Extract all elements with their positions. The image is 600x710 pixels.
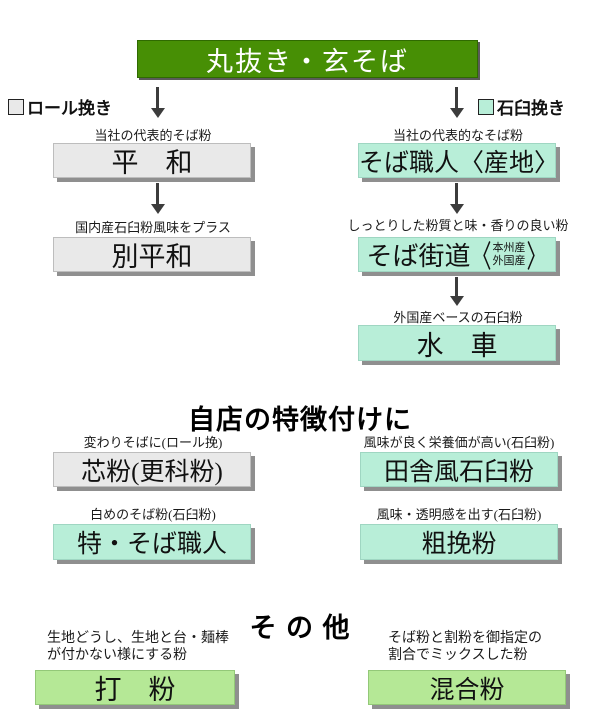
- product-label: 特・そば職人: [76, 531, 227, 558]
- caption-uchiko: 生地どうし、生地と台・麺棒 が付かない様にする粉: [47, 631, 229, 663]
- arrow-down-icon: [156, 87, 159, 109]
- product-label: 芯粉(更科粉): [81, 458, 223, 486]
- product-box-betsuheiwa: 別平和: [53, 237, 251, 272]
- roll-milling-label: ロール挽き: [27, 99, 112, 118]
- product-label: 平 和: [111, 148, 193, 178]
- stone-milling-swatch: [478, 98, 494, 115]
- caption-arabiki: 風味・透明感を出す(石臼粉): [376, 507, 542, 522]
- origin-bottom: 外国産: [492, 254, 526, 267]
- product-box-inakafu: 田舎風石臼粉: [360, 452, 558, 487]
- caption-suisha: 外国産ベースの石臼粉: [393, 310, 523, 325]
- product-box-suisha: 水 車: [358, 325, 556, 361]
- legend-roll-milling: ロール挽き: [8, 94, 112, 119]
- arrow-down-icon: [455, 277, 458, 297]
- product-label: 粗挽粉: [421, 531, 497, 558]
- legend-stone-milling: 石臼挽き: [478, 94, 565, 119]
- product-label: 混合粉: [429, 676, 505, 704]
- origin-stack: 本州産 外国産: [493, 242, 526, 266]
- arrow-down-icon: [455, 183, 458, 205]
- caption-betsuheiwa: 国内産石臼粉風味をプラス: [75, 220, 231, 235]
- root-box-label: 丸抜き・玄そば: [206, 46, 409, 77]
- section-heading-others: そ の 他: [249, 613, 351, 643]
- caption-shinko: 変わりそばに(ロール挽): [83, 435, 223, 450]
- caption-kongo: そば粉と割粉を御指定の 割合でミックスした粉: [388, 631, 542, 663]
- product-label: 田舎風石臼粉: [383, 458, 534, 486]
- product-label: そば職人〈産地〉: [359, 149, 560, 177]
- product-box-heiwa: 平 和: [53, 143, 251, 178]
- product-label: そば街道: [366, 242, 471, 271]
- caption-toku-shokunin: 白めのそば粉(石臼粉): [90, 507, 216, 522]
- product-box-arabiki: 粗挽粉: [360, 524, 558, 560]
- product-box-uchiko: 打 粉: [35, 670, 235, 705]
- root-box-marunuki: 丸抜き・玄そば: [137, 40, 478, 78]
- caption-soba-shokunin: 当社の代表的なそば粉: [392, 128, 523, 143]
- product-box-toku-shokunin: 特・そば職人: [53, 524, 251, 560]
- product-label: 打 粉: [94, 675, 176, 705]
- product-box-shinko: 芯粉(更科粉): [53, 452, 251, 487]
- origin-top: 本州産: [492, 242, 526, 255]
- caption-inakafu: 風味が良く栄養価が高い(石臼粉): [363, 435, 555, 450]
- roll-milling-swatch: [8, 98, 24, 115]
- stone-milling-label: 石臼挽き: [497, 99, 565, 118]
- caption-heiwa: 当社の代表的そば粉: [94, 128, 212, 143]
- product-label: 別平和: [111, 242, 193, 272]
- product-box-soba-shokunin: そば職人〈産地〉: [358, 143, 560, 178]
- product-box-kongo: 混合粉: [368, 670, 566, 705]
- arrow-down-icon: [156, 183, 159, 205]
- bracket-open: 〈: [471, 241, 492, 276]
- bracket-close: 〉: [526, 241, 547, 276]
- product-box-soba-kaido: そば街道 〈 本州産 外国産 〉: [358, 237, 556, 275]
- arrow-down-icon: [455, 87, 458, 109]
- section-heading-features: 自店の特徴付けに: [188, 405, 412, 435]
- product-label: 水 車: [416, 330, 498, 361]
- caption-soba-kaido: しっとりした粉質と味・香りの良い粉: [347, 218, 569, 233]
